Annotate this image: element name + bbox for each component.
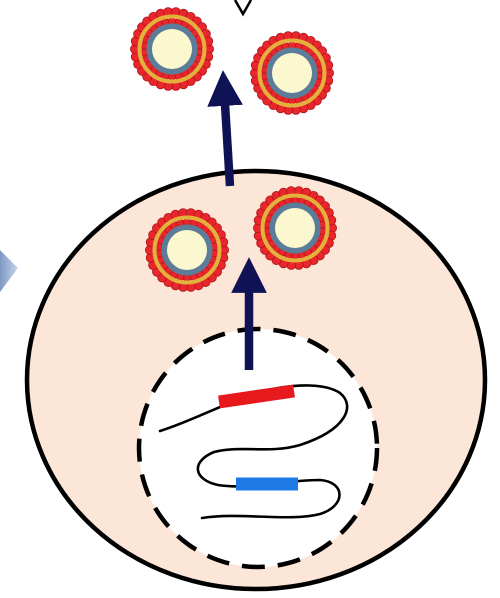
top-arrow-tip <box>235 0 251 14</box>
vesicle-outside-1 <box>130 8 213 91</box>
vesicle-outside-2 <box>250 32 333 115</box>
vesicle-inside-2 <box>253 187 336 270</box>
vesicle-inside-1 <box>145 209 228 292</box>
arrow-vesicles-to-exterior <box>224 88 230 186</box>
side-arrow-icon <box>0 250 18 292</box>
